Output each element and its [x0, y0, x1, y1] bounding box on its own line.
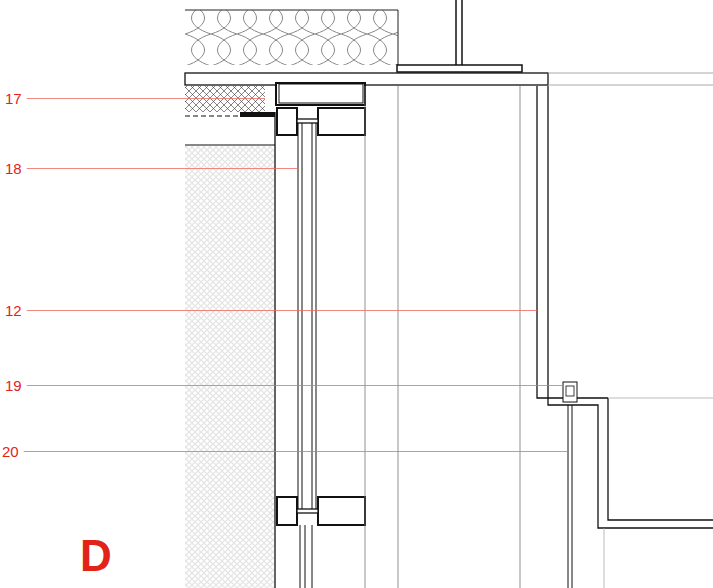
callout-number: 19: [5, 378, 22, 393]
mullion-frame: [275, 83, 365, 588]
leader-line: [27, 385, 563, 386]
callout-number: 20: [2, 444, 19, 459]
interior-lines: [365, 86, 520, 588]
ceiling-bulkhead: [537, 86, 713, 588]
detail-letter: D: [80, 534, 112, 578]
steel-tee: [397, 0, 522, 72]
callout-number: 18: [5, 161, 22, 176]
hatched-block: [185, 86, 275, 145]
leader-line: [24, 451, 568, 452]
leader-line: [27, 310, 537, 311]
leader-line: [27, 168, 298, 169]
leader-line: [27, 98, 265, 99]
roof-plate: [185, 73, 713, 85]
callout-number: 17: [5, 91, 22, 106]
callout-number: 12: [5, 303, 22, 318]
stone-cladding: [185, 146, 274, 588]
insulation-batt: [185, 10, 398, 65]
